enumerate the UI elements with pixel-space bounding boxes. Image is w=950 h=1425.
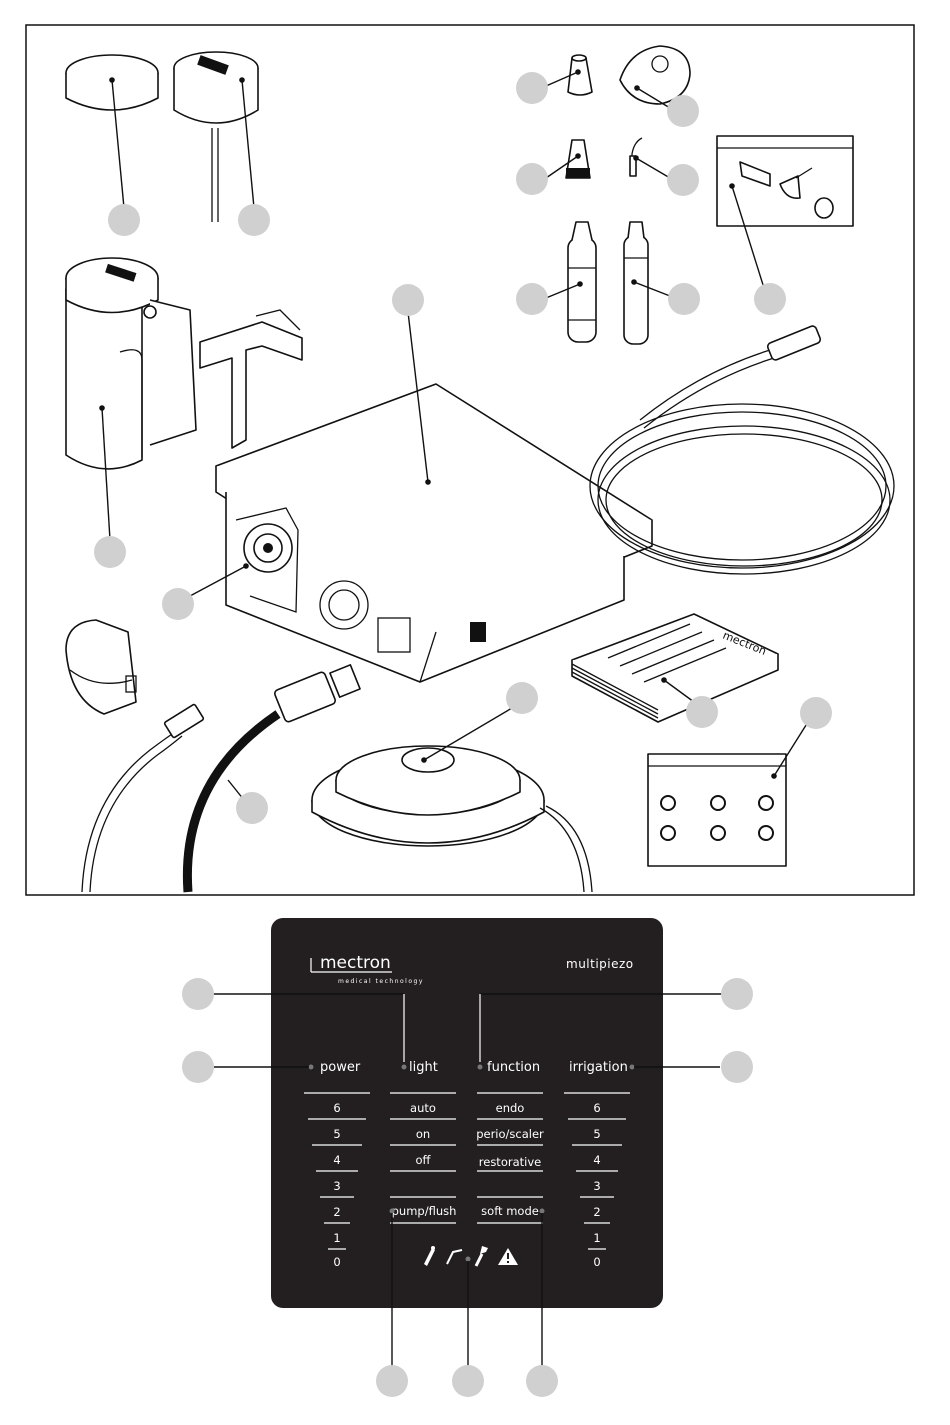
power-level-6[interactable]: 6 [333,1101,340,1115]
irrigation-level-3[interactable]: 3 [593,1179,600,1193]
callout-wrench [667,95,699,127]
callout-bottle-cap [108,204,140,236]
panel-brand: mectron [320,953,391,973]
panel-model: multipiezo [566,957,634,971]
callout-handpiece-1 [516,283,548,315]
irrigation-level-0[interactable]: 0 [593,1255,600,1269]
irrigation-level-5[interactable]: 5 [593,1127,600,1141]
power-level-4[interactable]: 4 [333,1153,340,1167]
callout-label-sheet [800,697,832,729]
callout-foot-pedal [506,682,538,714]
function-restorative-button[interactable]: restorative [479,1155,541,1169]
callout-nose-cone [516,163,548,195]
callout-bottle-cap-tube [238,204,270,236]
irrigation-level-1[interactable]: 1 [593,1231,600,1245]
callout-spare-bag [754,283,786,315]
heading-function: function [487,1060,540,1075]
heading-light: light [409,1060,438,1075]
label-sheet [648,754,786,866]
callout-soft-mode [526,1365,558,1397]
callout-function-heading [721,978,753,1010]
function-perio-scaler-button[interactable]: perio/scaler [476,1127,544,1141]
callout-pump-flush [376,1365,408,1397]
callout-bottle [94,536,126,568]
panel-brand-subtitle: medical technology [338,978,424,985]
light-on-button[interactable]: on [416,1127,430,1141]
callout-power-cable [236,792,268,824]
callout-power-heading [182,1051,214,1083]
heading-power: power [320,1060,361,1075]
pump-flush-button[interactable]: pump/flush [392,1204,457,1218]
callout-indicators [452,1365,484,1397]
power-level-5[interactable]: 5 [333,1127,340,1141]
power-level-3[interactable]: 3 [333,1179,340,1193]
callout-light-heading [182,978,214,1010]
power-level-2[interactable]: 2 [333,1205,340,1219]
callout-insert [667,164,699,196]
irrigation-level-2[interactable]: 2 [593,1205,600,1219]
callout-manual [686,696,718,728]
function-endo-button[interactable]: endo [496,1101,525,1115]
spare-parts-bag [717,136,853,226]
heading-irrigation: irrigation [569,1060,628,1075]
power-level-0[interactable]: 0 [333,1255,340,1269]
irrigation-level-4[interactable]: 4 [593,1153,600,1167]
callout-handpiece-2 [668,283,700,315]
light-off-button[interactable]: off [416,1153,432,1167]
callout-pump [162,588,194,620]
callout-main-unit [392,284,424,316]
kit-contents-figure: mectron [26,25,914,895]
control-panel-figure: mectron medical technology multipiezo po… [182,918,753,1397]
callout-irrigation-heading [721,1051,753,1083]
soft-mode-button[interactable]: soft mode [481,1204,539,1218]
light-auto-button[interactable]: auto [410,1101,436,1115]
power-level-1[interactable]: 1 [333,1231,340,1245]
callout-tip-cone [516,72,548,104]
irrigation-level-6[interactable]: 6 [593,1101,600,1115]
handpiece-piezo [568,222,596,342]
